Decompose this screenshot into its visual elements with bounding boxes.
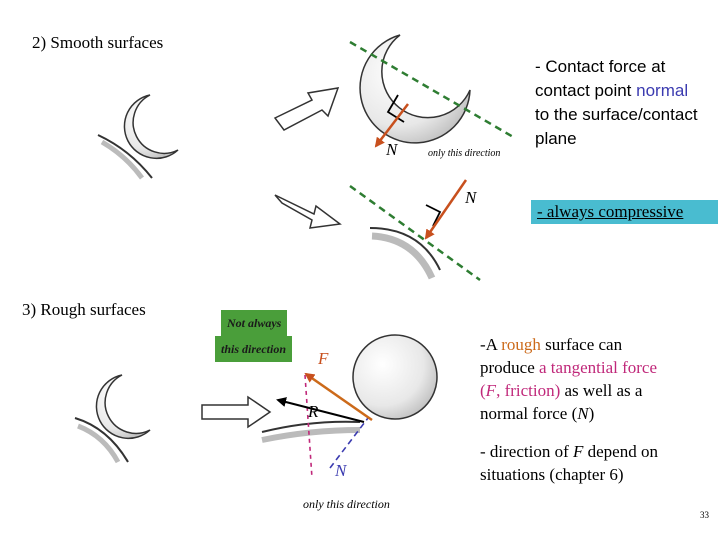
normal-highlight: normal — [636, 81, 689, 100]
smooth-line-4: plane — [535, 129, 577, 148]
friction-direction-note: - direction of F depend on situations (c… — [480, 440, 712, 486]
friction-force-arrow — [304, 372, 373, 422]
only-this-direction-label-upper: only this direction — [428, 148, 501, 159]
tangential-highlight: a tangential force — [539, 358, 658, 377]
rough-explanation: -A rough surface can produce a tangentia… — [480, 333, 712, 425]
normal-force-arrow-upper — [374, 103, 409, 148]
section-heading-rough: 3) Rough surfaces — [22, 300, 146, 319]
friction-note-line-2: situations (chapter 6) — [480, 465, 624, 484]
this-direction-tag: this direction — [215, 336, 293, 362]
smooth-example-left — [97, 94, 179, 180]
normal-dashed-line — [329, 417, 369, 469]
rough-line-2: produce a tangential force — [480, 358, 658, 377]
smooth-line-1: - Contact force at — [535, 57, 666, 76]
contact-plane-line — [349, 40, 516, 140]
not-always-tag: Not always — [221, 310, 288, 336]
smooth-explanation: - Contact force at contact point normal … — [535, 55, 715, 151]
normal-force-arrow-middle — [424, 179, 468, 240]
smooth-contact-upper — [349, 34, 516, 148]
normal-force-label-upper: N — [386, 140, 398, 159]
rough-contact — [261, 334, 438, 479]
zoom-arrow-lower — [274, 194, 342, 229]
normal-force-label-bottom: N — [335, 461, 347, 480]
page-number: 33 — [700, 510, 709, 520]
section-heading-smooth: 2) Smooth surfaces — [32, 33, 164, 52]
friction-note-line-1: - direction of F depend on — [480, 442, 658, 461]
normal-force-label-middle: N — [465, 188, 477, 207]
resultant-force-arrow — [276, 397, 365, 423]
rough-line-3: (F, friction) as well as a — [480, 381, 643, 400]
resultant-label: R — [308, 402, 319, 421]
smooth-line-2: contact point normal — [535, 81, 689, 100]
zoom-arrow-rough — [201, 395, 272, 429]
friction-label: F — [318, 349, 329, 368]
smooth-line-3: to the surface/contact — [535, 105, 698, 124]
rough-line-1: -A rough surface can — [480, 335, 623, 354]
rough-example-left — [74, 374, 151, 464]
rough-line-4: normal force (N) — [480, 404, 595, 423]
compressive-callout: - always compressive — [531, 200, 718, 224]
tangent-dashed-line — [304, 374, 313, 479]
right-angle-marker-middle — [425, 204, 442, 227]
zoom-arrow-upper — [273, 87, 340, 131]
only-this-direction-label-bottom: only this direction — [303, 497, 390, 511]
smooth-contact-middle — [349, 179, 481, 282]
contact-plane-line-middle — [349, 184, 481, 282]
right-angle-marker — [386, 94, 405, 123]
rough-highlight: rough — [501, 335, 541, 354]
